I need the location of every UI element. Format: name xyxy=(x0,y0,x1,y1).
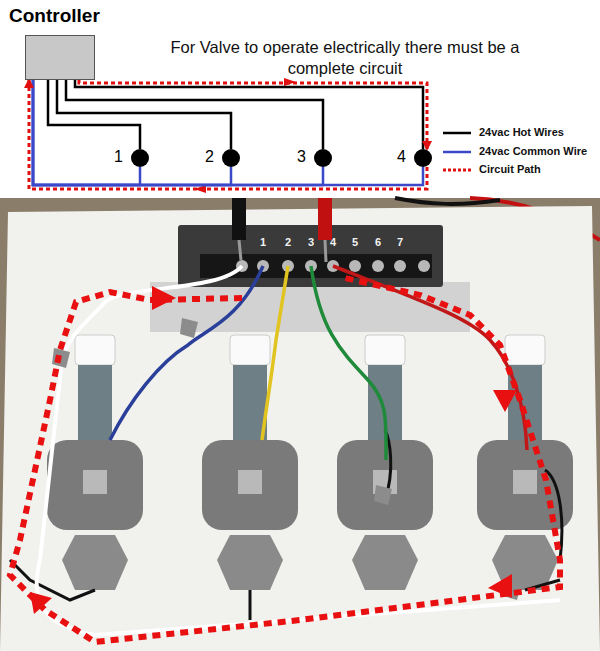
circuit-path xyxy=(10,278,560,642)
terminal-screw xyxy=(349,260,361,272)
terminal-number: 2 xyxy=(280,236,296,248)
circuit-path xyxy=(79,80,427,149)
solenoid-lead xyxy=(249,590,252,620)
title-text: For Valve to operate electrically there … xyxy=(143,37,547,79)
terminal-block xyxy=(200,254,432,278)
legend-text: 24vac Hot Wires xyxy=(479,126,564,138)
mounting-board xyxy=(0,206,600,651)
valve-number: 1 xyxy=(114,148,123,166)
legend-line xyxy=(443,132,471,135)
common-wire xyxy=(33,80,323,185)
valve-bleed xyxy=(513,470,537,494)
hot-wire xyxy=(57,80,231,149)
common-wire xyxy=(37,266,560,635)
legend-line xyxy=(443,150,471,153)
valve-number: 2 xyxy=(205,148,214,166)
probe-tip xyxy=(239,240,241,260)
common-wire xyxy=(33,80,140,185)
legend-sample xyxy=(443,148,473,156)
controller-label: Controller xyxy=(9,5,100,27)
valve-cylinder xyxy=(78,365,112,440)
valve-cap xyxy=(505,335,545,365)
valve-circle: 4 xyxy=(414,149,432,167)
valve-cap xyxy=(365,335,405,365)
terminal-number: 5 xyxy=(347,236,363,248)
valve-cap xyxy=(75,335,115,365)
terminal-screw xyxy=(418,260,430,272)
circuit-arrow xyxy=(30,592,52,614)
valve-solenoid xyxy=(352,535,418,590)
valve-solenoid xyxy=(217,535,283,590)
controller-box: Controller xyxy=(25,35,95,80)
valve-solenoid xyxy=(62,535,128,590)
valve-body xyxy=(477,440,573,530)
valve-cap xyxy=(230,335,270,365)
valve-circle: 3 xyxy=(314,149,332,167)
red-probe xyxy=(318,198,332,240)
valve-bleed xyxy=(83,470,107,494)
hot-wire xyxy=(75,80,423,149)
terminal-number: 1 xyxy=(255,236,271,248)
station-wire xyxy=(110,266,263,440)
terminal-number: 4 xyxy=(325,236,341,248)
hot-wire xyxy=(66,80,323,149)
valve-body xyxy=(202,440,298,530)
legend-line xyxy=(443,169,471,172)
photo-background xyxy=(0,198,600,651)
terminal-screw xyxy=(394,260,406,272)
valve-circle: 2 xyxy=(222,149,240,167)
meter-lead xyxy=(395,198,500,204)
controller-base xyxy=(150,282,470,332)
legend-text: 24vac Common Wire xyxy=(479,145,587,157)
probe-tip xyxy=(325,240,326,262)
terminal-number: 6 xyxy=(370,236,386,248)
station-wire xyxy=(333,266,527,450)
common-wire xyxy=(33,80,231,185)
valve-circle: 1 xyxy=(131,149,149,167)
legend-sample xyxy=(443,166,473,174)
valve-number: 4 xyxy=(397,148,406,166)
circuit-path xyxy=(29,80,427,189)
valve-body xyxy=(47,440,143,530)
valve-number: 3 xyxy=(297,148,306,166)
valve-bleed xyxy=(238,470,262,494)
hot-wire xyxy=(48,80,140,149)
wire-nut xyxy=(374,485,392,505)
terminal-screw xyxy=(372,260,384,272)
terminal-number: 7 xyxy=(392,236,408,248)
common-wire xyxy=(33,80,423,185)
solenoid-lead xyxy=(10,560,95,600)
legend-sample xyxy=(443,129,473,137)
black-probe xyxy=(232,198,246,240)
legend-text: Circuit Path xyxy=(479,163,541,175)
terminal-number: 3 xyxy=(303,236,319,248)
wire-nut xyxy=(180,318,198,338)
circuit-arrow xyxy=(488,574,512,598)
station-wire xyxy=(262,266,288,440)
station-wire xyxy=(311,266,386,460)
circuit-arrow xyxy=(152,286,176,310)
circuit-arrow xyxy=(493,390,517,412)
